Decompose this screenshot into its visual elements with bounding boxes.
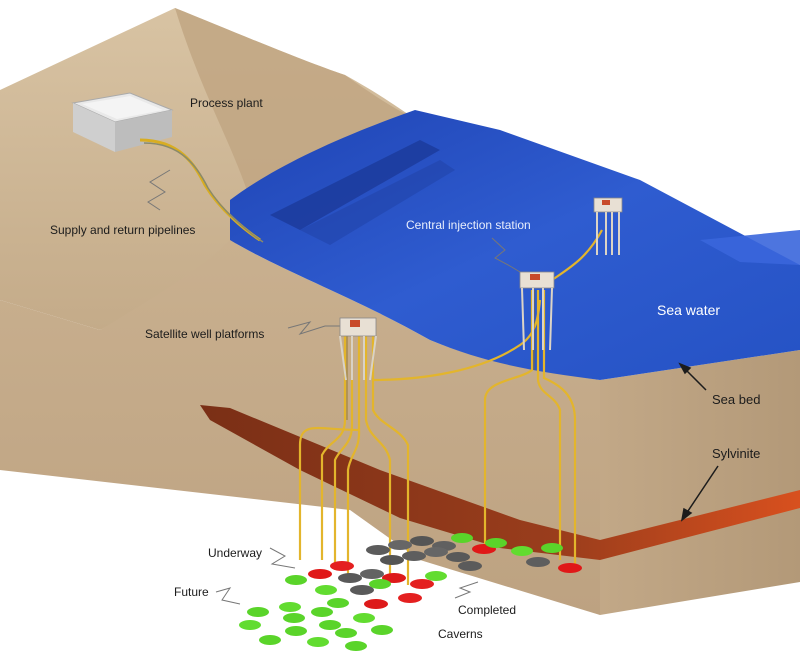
label-sea-water: Sea water [657, 302, 721, 318]
cavern-future [239, 620, 261, 630]
cavern-future [451, 533, 473, 543]
cavern-future [353, 613, 375, 623]
sea-right-shelf [700, 230, 800, 265]
cavern-completed [410, 536, 434, 546]
cavern-future [307, 637, 329, 647]
label-completed: Completed [458, 603, 517, 617]
cavern-future [279, 602, 301, 612]
leader-supply [147, 169, 171, 211]
label-underway: Underway [208, 546, 263, 560]
cavern-future [285, 626, 307, 636]
label-process-plant: Process plant [190, 96, 263, 110]
label-sylvinite: Sylvinite [712, 446, 761, 461]
cavern-future [247, 607, 269, 617]
cavern-future [285, 575, 307, 585]
cavern-future [485, 538, 507, 548]
leader-satellite [287, 321, 345, 335]
cavern-underway [382, 573, 406, 583]
seabed-channel-2 [300, 160, 455, 245]
caverns-field [239, 533, 582, 651]
cavern-completed [526, 557, 550, 567]
cavern-underway [398, 593, 422, 603]
cavern-completed [424, 547, 448, 557]
cavern-completed [388, 540, 412, 550]
return-pipeline [143, 142, 264, 243]
block-right-face [600, 350, 800, 615]
label-caverns: Caverns [438, 627, 483, 641]
cavern-future [311, 607, 333, 617]
cavern-future [283, 613, 305, 623]
cavern-underway [308, 569, 332, 579]
label-future: Future [174, 585, 209, 599]
cavern-future [335, 628, 357, 638]
label-sea-bed: Sea bed [712, 392, 761, 407]
leader-underway [269, 547, 296, 569]
cavern-future [425, 571, 447, 581]
cavern-completed [350, 585, 374, 595]
cavern-future [259, 635, 281, 645]
arrow-sylvinite [680, 465, 719, 522]
leader-future [215, 587, 241, 605]
cavern-underway [364, 599, 388, 609]
cavern-future [319, 620, 341, 630]
process-plant-building [71, 92, 174, 152]
cavern-underway [558, 563, 582, 573]
label-central-injection-station: Central injection station [406, 218, 531, 232]
slope-shading [175, 8, 415, 200]
cavern-future [371, 625, 393, 635]
arrow-sea-bed [678, 362, 707, 391]
cavern-future [315, 585, 337, 595]
central-injection-platform [519, 271, 555, 351]
cavern-completed [402, 551, 426, 561]
cavern-completed [380, 555, 404, 565]
far-platform [593, 197, 623, 255]
cavern-completed [338, 573, 362, 583]
cavern-future [369, 579, 391, 589]
leader-central [491, 237, 521, 273]
cavern-completed [446, 552, 470, 562]
cavern-future [541, 543, 563, 553]
cavern-future [511, 546, 533, 556]
cavern-future [327, 598, 349, 608]
cavern-future [345, 641, 367, 651]
label-supply-return-pipelines: Supply and return pipelines [50, 223, 196, 237]
label-satellite-well-platforms: Satellite well platforms [145, 327, 265, 341]
well-risers [298, 229, 603, 585]
cavern-underway [330, 561, 354, 571]
sylvinite-layer [200, 405, 800, 560]
cavern-completed [366, 545, 390, 555]
cavern-underway [410, 579, 434, 589]
satellite-well-platform [339, 317, 377, 381]
cavern-completed [458, 561, 482, 571]
cavern-completed [360, 569, 384, 579]
leader-completed [454, 581, 479, 599]
seabed-channel [270, 140, 440, 230]
